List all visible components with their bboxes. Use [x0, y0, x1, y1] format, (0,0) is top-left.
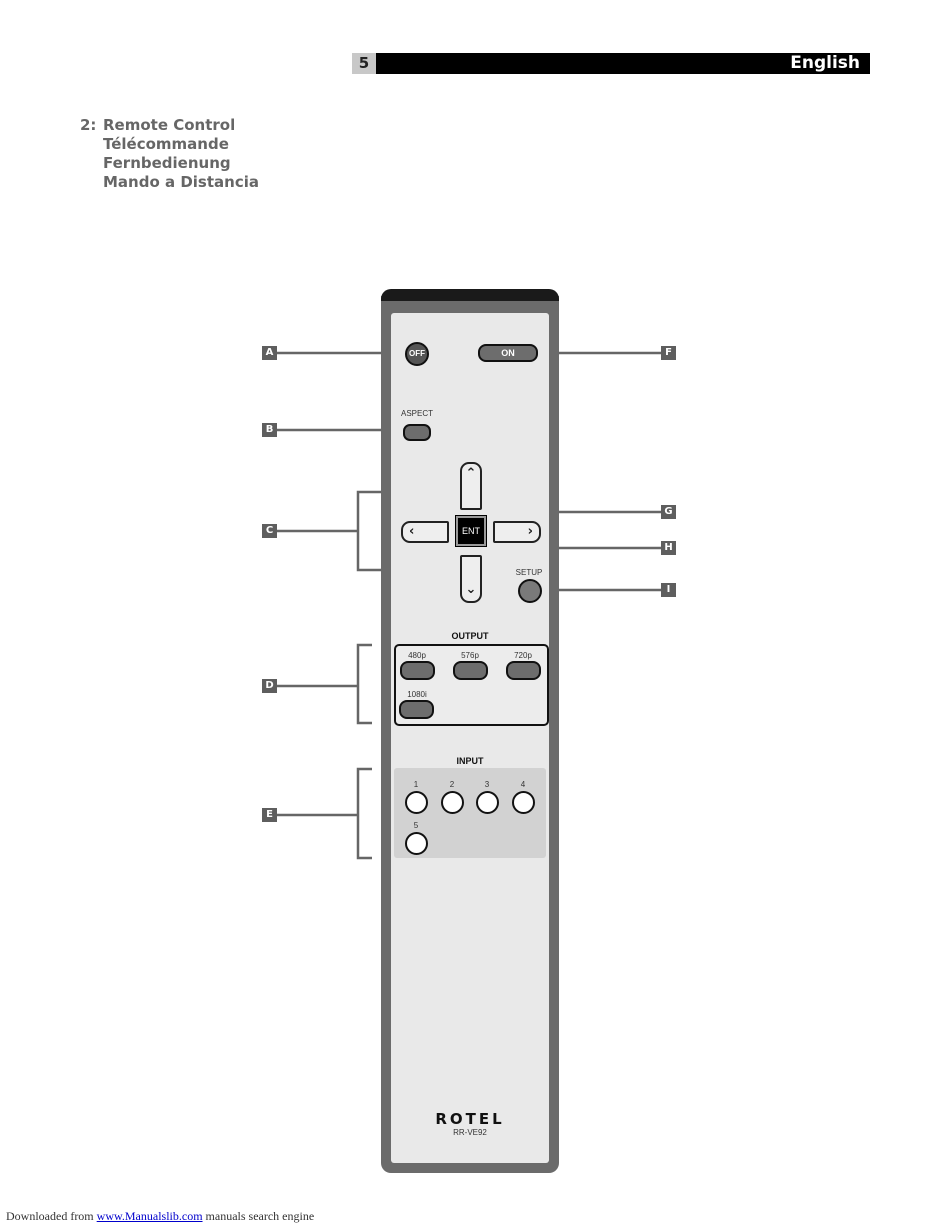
setup-button[interactable] [518, 579, 542, 603]
output-576p-label: 576p [461, 651, 479, 660]
output-720p-label: 720p [514, 651, 532, 660]
output-480p-button[interactable] [400, 661, 435, 680]
aspect-label: ASPECT [400, 409, 433, 418]
nav-down-button[interactable]: ⌄ [460, 555, 482, 603]
footer-link[interactable]: www.Manualslib.com [96, 1209, 203, 1223]
callout-h: H [661, 541, 676, 555]
chevron-up-icon: ⌃ [465, 466, 477, 481]
chevron-left-icon: ‹ [409, 524, 415, 539]
output-576p-button[interactable] [453, 661, 488, 680]
title-en: Remote Control [103, 116, 236, 134]
callout-a: A [262, 346, 277, 360]
input-2-button[interactable] [441, 791, 464, 814]
callout-f: F [661, 346, 676, 360]
callout-b: B [262, 423, 277, 437]
footer-prefix: Downloaded from [6, 1209, 94, 1223]
output-title: OUTPUT [451, 631, 489, 641]
model-number: RR-VE92 [453, 1128, 487, 1137]
nav-right-button[interactable]: › [493, 521, 541, 543]
callout-c: C [262, 524, 277, 538]
input-2-label: 2 [449, 780, 455, 789]
input-title: INPUT [456, 756, 484, 766]
setup-label: SETUP [515, 568, 543, 577]
remote-face [391, 313, 549, 1163]
page-number: 5 [352, 53, 376, 74]
output-1080i-label: 1080i [407, 690, 427, 699]
section-number: 2: [80, 116, 97, 134]
input-4-button[interactable] [512, 791, 535, 814]
remote-top-edge [381, 289, 559, 301]
callout-d: D [262, 679, 277, 693]
on-button[interactable]: ON [478, 344, 538, 362]
callout-e: E [262, 808, 277, 822]
language-label: English [790, 53, 860, 73]
nav-up-button[interactable]: ⌃ [460, 462, 482, 510]
title-de: Fernbedienung [103, 154, 231, 172]
footer: Downloaded from www.Manualslib.com manua… [6, 1209, 314, 1224]
callout-g: G [661, 505, 676, 519]
footer-suffix: manuals search engine [205, 1209, 315, 1223]
brand-logo: ROTEL [435, 1110, 505, 1128]
callout-i: I [661, 583, 676, 597]
output-480p-label: 480p [408, 651, 426, 660]
input-1-label: 1 [413, 780, 419, 789]
input-3-button[interactable] [476, 791, 499, 814]
input-4-label: 4 [520, 780, 526, 789]
input-3-label: 3 [484, 780, 490, 789]
input-1-button[interactable] [405, 791, 428, 814]
section-titles: Remote Control Télécommande Fernbedienun… [103, 116, 259, 192]
input-5-button[interactable] [405, 832, 428, 855]
input-5-label: 5 [413, 821, 419, 830]
header-bar: English [376, 53, 870, 74]
ent-button[interactable]: ENT [455, 515, 487, 547]
output-720p-button[interactable] [506, 661, 541, 680]
aspect-button[interactable] [403, 424, 431, 441]
title-fr: Télécommande [103, 135, 229, 153]
nav-left-button[interactable]: ‹ [401, 521, 449, 543]
off-button[interactable]: OFF [405, 342, 429, 366]
title-es: Mando a Distancia [103, 173, 259, 191]
chevron-down-icon: ⌄ [465, 582, 477, 597]
chevron-right-icon: › [527, 524, 533, 539]
output-1080i-button[interactable] [399, 700, 434, 719]
